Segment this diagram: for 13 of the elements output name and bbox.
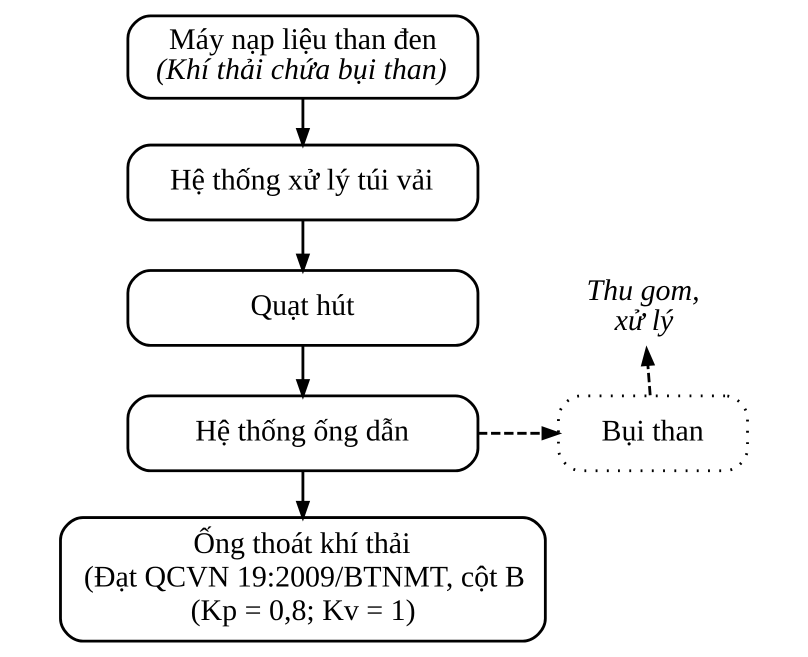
- arrow: [640, 345, 656, 396]
- arrow: [478, 426, 562, 441]
- node-box: Ống thoát khí thải (Đạt QCVN 19:2009/BTNMT, cột B (Kp = 0,8; Kv = 1): [59, 516, 547, 643]
- node-box: Máy nạp liệu than đen (Khí thải chứa bụi than): [126, 14, 480, 100]
- node-box: Quạt hút: [126, 269, 480, 347]
- node-box: Bụi than: [557, 394, 749, 472]
- node-text: Thu gom, xử lý: [586, 274, 700, 337]
- arrow: [296, 346, 310, 400]
- arrow: [296, 220, 310, 274]
- node-box: Hệ thống ống dẫn: [126, 394, 480, 472]
- node-box: Hệ thống xử lý túi vải: [126, 144, 480, 222]
- arrow: [296, 471, 310, 522]
- arrow: [296, 98, 310, 149]
